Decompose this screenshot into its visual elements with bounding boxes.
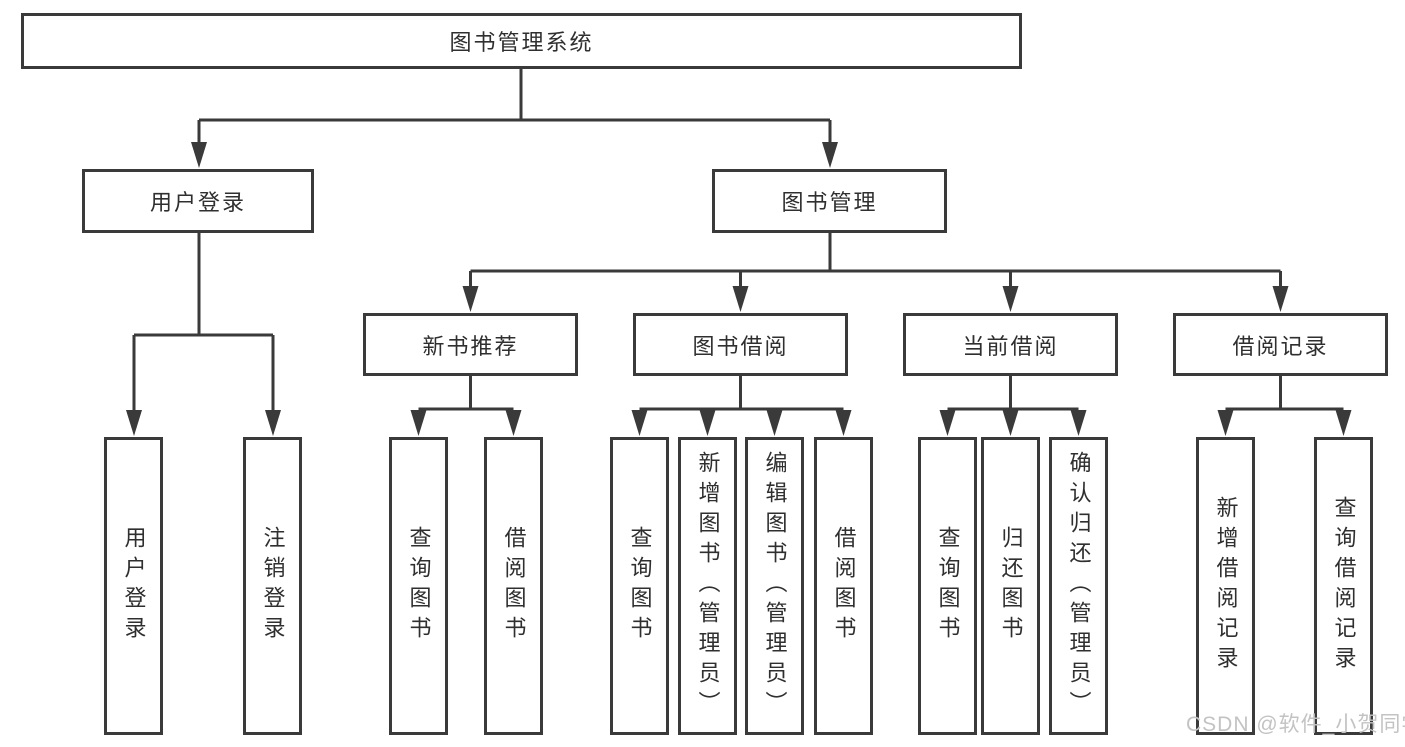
node-current-borrowing: 当前借阅	[903, 313, 1118, 376]
node-label: 查询图书	[935, 526, 961, 646]
leaf-query-borrow-record: 查询借阅记录	[1314, 437, 1373, 735]
node-book-borrowing: 图书借阅	[633, 313, 848, 376]
arrowheads	[126, 142, 1352, 436]
node-label: 图书管理	[781, 190, 878, 215]
node-label: 查询借阅记录	[1331, 496, 1357, 676]
node-label: 查询图书	[627, 526, 653, 646]
node-borrowing-records: 借阅记录	[1173, 313, 1388, 376]
csdn-watermark: CSDN @软件_小贺同学	[1186, 713, 1405, 736]
node-user-login: 用户登录	[82, 169, 314, 233]
leaf-query-books: 查询图书	[389, 437, 448, 735]
node-label: 新书推荐	[422, 333, 519, 359]
node-label: 编辑图书（管理员）	[762, 451, 788, 721]
node-label: 用户登录	[121, 526, 147, 646]
leaf-borrow-books: 借阅图书	[484, 437, 543, 735]
node-label: 注销登录	[260, 526, 286, 646]
leaf-logout: 注销登录	[243, 437, 302, 735]
node-label: 用户登录	[149, 190, 246, 215]
leaf-add-book-admin: 新增图书（管理员）	[678, 437, 737, 735]
node-label: 当前借阅	[962, 333, 1059, 359]
node-new-book-recommendation: 新书推荐	[363, 313, 578, 376]
leaf-return-books: 归还图书	[981, 437, 1040, 735]
node-label: 查询图书	[406, 526, 432, 646]
leaf-borrow-books: 借阅图书	[814, 437, 873, 735]
node-label: 借阅图书	[501, 526, 527, 646]
node-label: 图书借阅	[692, 333, 789, 359]
node-label: 确认归还（管理员）	[1066, 451, 1092, 721]
leaf-query-books: 查询图书	[918, 437, 977, 735]
node-book-management: 图书管理	[712, 169, 947, 233]
node-library-management-system: 图书管理系统	[21, 13, 1022, 69]
node-label: 归还图书	[998, 526, 1024, 646]
node-label: 借阅图书	[831, 526, 857, 646]
node-label: 新增借阅记录	[1213, 496, 1239, 676]
leaf-query-books: 查询图书	[610, 437, 669, 735]
leaf-user-login: 用户登录	[104, 437, 163, 735]
node-label: 借阅记录	[1232, 333, 1329, 359]
leaf-edit-book-admin: 编辑图书（管理员）	[745, 437, 804, 735]
node-label: 新增图书（管理员）	[695, 451, 721, 721]
node-label: 图书管理系统	[449, 30, 594, 55]
leaf-confirm-return-admin: 确认归还（管理员）	[1049, 437, 1108, 735]
leaf-add-borrow-record: 新增借阅记录	[1196, 437, 1255, 735]
